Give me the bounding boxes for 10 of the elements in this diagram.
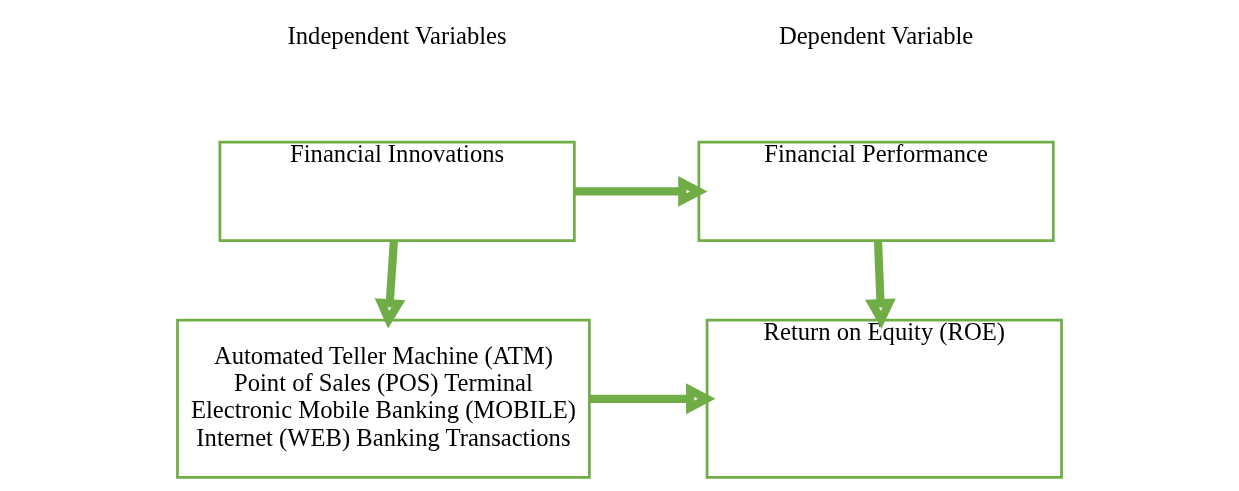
arrow <box>589 383 716 415</box>
node-box: Automated Teller Machine (ATM) Point of Sales (POS) Terminal Electronic Mobile Banking (MOBILE) Internet (WEB) Banking Transactions <box>176 318 591 479</box>
arrow <box>864 240 896 329</box>
node-box: Return on Equity (ROE) <box>705 318 1063 479</box>
node-box: Financial Innovations <box>218 140 576 243</box>
arrow <box>374 240 406 329</box>
label: Dependent Variable <box>778 22 974 50</box>
node-box: Financial Performance <box>697 140 1055 243</box>
arrow <box>574 176 708 207</box>
label: Independent Variables <box>287 22 507 50</box>
